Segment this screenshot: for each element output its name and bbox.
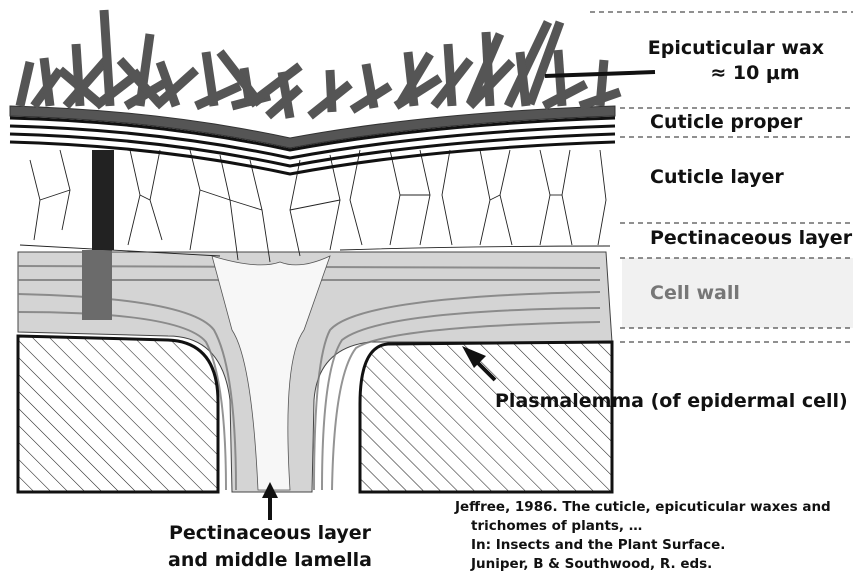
label-plasmalemma: Plasmalemma (of epidermal cell) bbox=[495, 390, 848, 412]
stain-column bbox=[92, 150, 114, 250]
wax-rod bbox=[448, 44, 452, 106]
wax-rod bbox=[558, 50, 562, 106]
label-pectinaceous-layer: Pectinaceous layer bbox=[650, 227, 852, 249]
wax-rod bbox=[44, 58, 50, 106]
label-pectinaceous-middle-line1: Pectinaceous layer bbox=[160, 520, 380, 547]
label-epicuticular-wax-name: Epicuticular wax bbox=[640, 36, 824, 61]
wax-rod bbox=[520, 52, 526, 106]
label-epicuticular-wax: Epicuticular wax ≈ 10 μm bbox=[640, 36, 824, 86]
label-pectinaceous-middle-lamella: Pectinaceous layer and middle lamella bbox=[160, 520, 380, 574]
label-cuticle-layer: Cuticle layer bbox=[650, 166, 784, 188]
label-cell-wall: Cell wall bbox=[650, 282, 740, 304]
label-wax-thickness: ≈ 10 μm bbox=[640, 61, 824, 86]
label-pectinaceous-middle-line2: and middle lamella bbox=[160, 547, 380, 574]
label-cuticle-proper: Cuticle proper bbox=[650, 111, 802, 133]
epicuticular-wax-rods bbox=[20, 10, 620, 118]
citation-line4: Juniper, B & Southwood, R. eds. bbox=[455, 555, 831, 574]
wax-rod bbox=[600, 60, 604, 106]
epidermal-cell-left bbox=[18, 336, 218, 492]
wax-rod bbox=[20, 62, 30, 106]
wax-rod bbox=[330, 70, 332, 112]
citation: Jeffree, 1986. The cuticle, epicuticular… bbox=[455, 498, 831, 574]
citation-line3: In: Insects and the Plant Surface. bbox=[455, 536, 831, 555]
wax-rod bbox=[104, 10, 110, 106]
epidermal-cell-right bbox=[360, 342, 612, 492]
citation-line1: Jeffree, 1986. The cuticle, epicuticular… bbox=[455, 498, 831, 517]
wax-rod bbox=[76, 44, 80, 106]
citation-line2: trichomes of plants, … bbox=[455, 517, 831, 536]
